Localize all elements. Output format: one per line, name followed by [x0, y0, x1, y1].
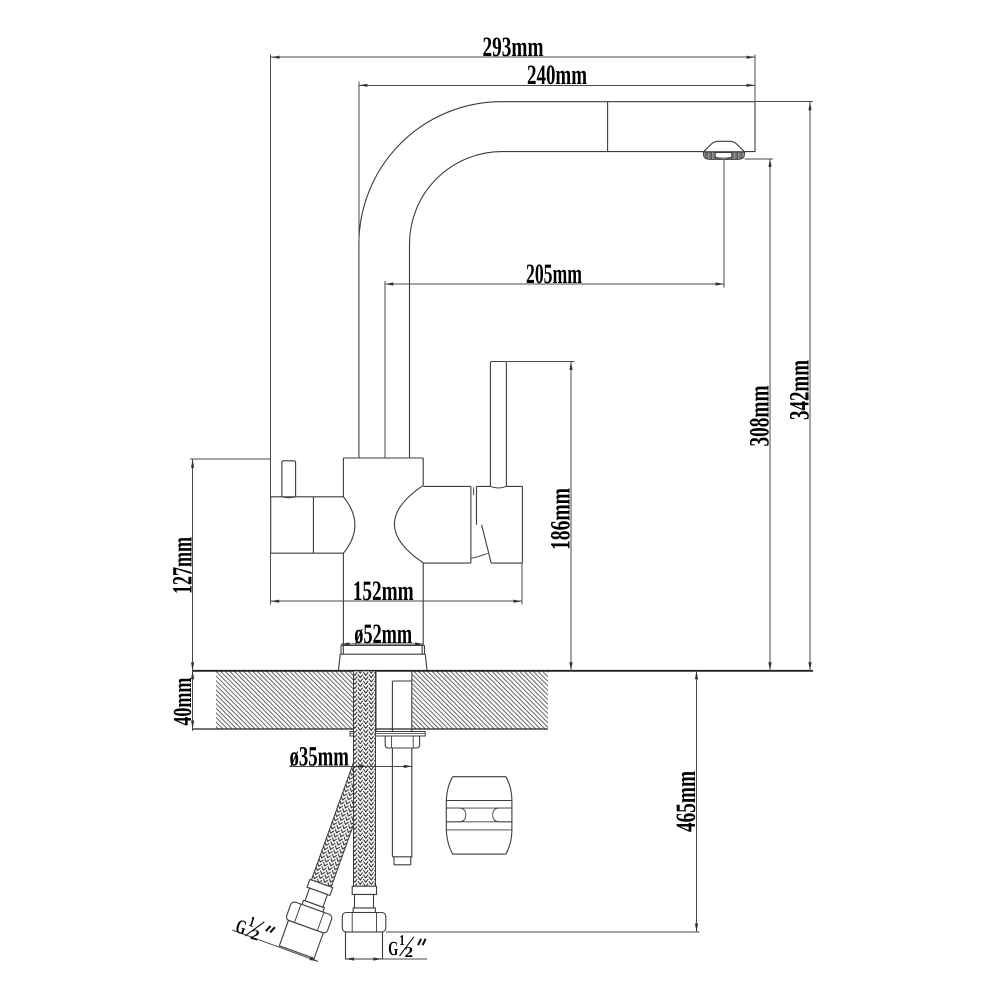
svg-text:342mm: 342mm	[784, 360, 815, 420]
svg-text:205mm: 205mm	[526, 259, 582, 290]
svg-text:ø52mm: ø52mm	[354, 619, 412, 650]
svg-text:240mm: 240mm	[527, 60, 587, 91]
svg-text:40mm: 40mm	[168, 677, 197, 725]
svg-text:127mm: 127mm	[167, 537, 198, 594]
svg-text:293mm: 293mm	[483, 32, 544, 63]
svg-text:465mm: 465mm	[671, 771, 702, 832]
svg-text:ø35mm: ø35mm	[289, 741, 349, 772]
svg-text:1: 1	[247, 914, 257, 931]
svg-text:G: G	[388, 938, 398, 960]
svg-text:186mm: 186mm	[545, 488, 576, 550]
svg-text:152mm: 152mm	[353, 576, 414, 607]
svg-text:2: 2	[405, 945, 414, 961]
svg-text:1: 1	[399, 933, 405, 949]
svg-text:308mm: 308mm	[744, 386, 775, 447]
